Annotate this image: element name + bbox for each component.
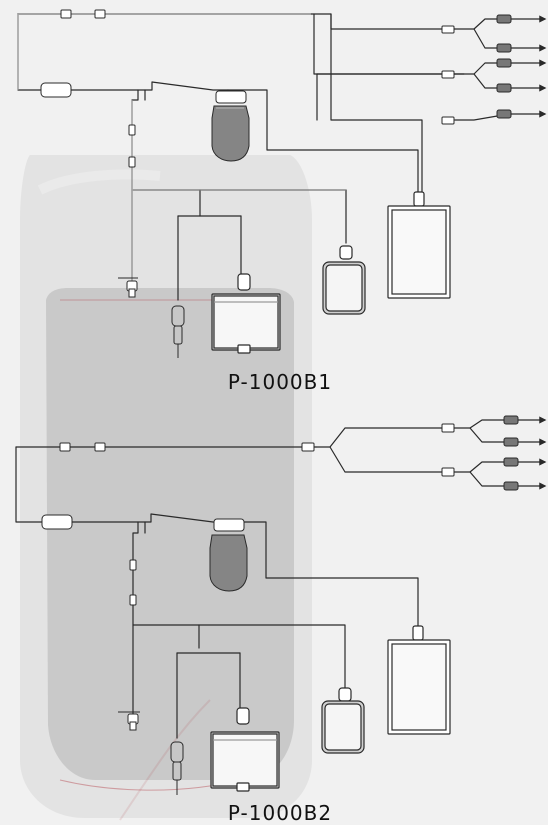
section-caption-1: P-1000B1: [227, 370, 333, 394]
section-caption-2: P-1000B2: [227, 801, 333, 825]
